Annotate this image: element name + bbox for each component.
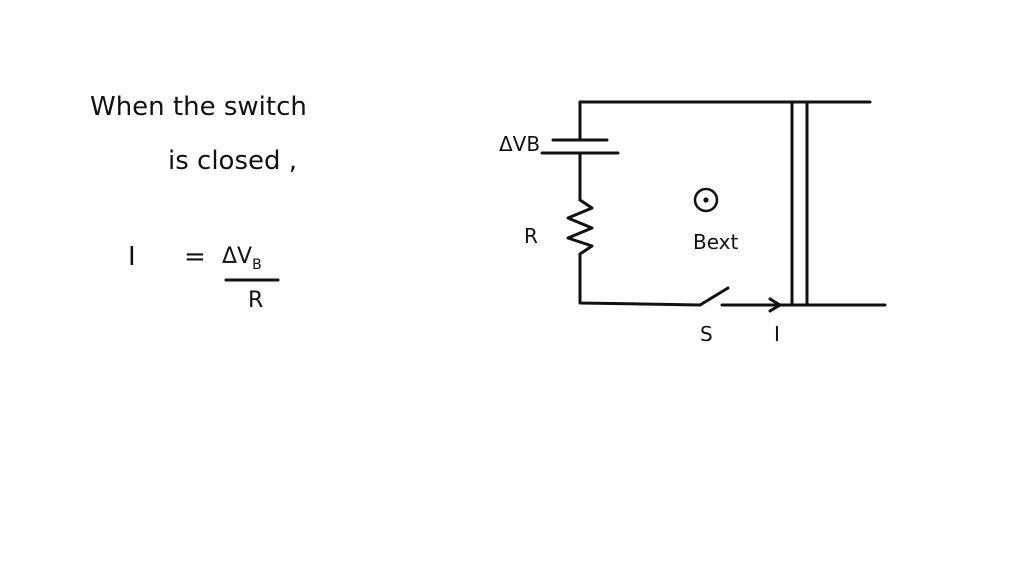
- equation-equals: =: [184, 242, 206, 272]
- top-wire: [578, 100, 872, 142]
- field-out-of-page-icon: [693, 187, 719, 213]
- switch-blade: [698, 286, 730, 307]
- equation-numerator-sub: B: [252, 257, 262, 273]
- resistor-label: R: [524, 224, 538, 248]
- bottom-left-wire: [578, 252, 702, 307]
- equation-lhs: I: [128, 242, 136, 272]
- battery-label: ΔVB: [499, 132, 541, 156]
- equation-numerator-main: ΔV: [222, 244, 253, 269]
- field-dot-icon: [703, 197, 709, 203]
- current-label: I: [774, 322, 780, 346]
- equation-denominator: R: [248, 288, 264, 313]
- note-line-1: When the switch: [90, 92, 307, 122]
- current-arrow-icon: [768, 297, 782, 313]
- resistor: [566, 198, 594, 256]
- equation-numerator: ΔVB: [222, 244, 262, 273]
- note-line-2: is closed ,: [168, 146, 298, 176]
- field-label: Bext: [693, 230, 739, 254]
- switch-label: S: [700, 322, 713, 346]
